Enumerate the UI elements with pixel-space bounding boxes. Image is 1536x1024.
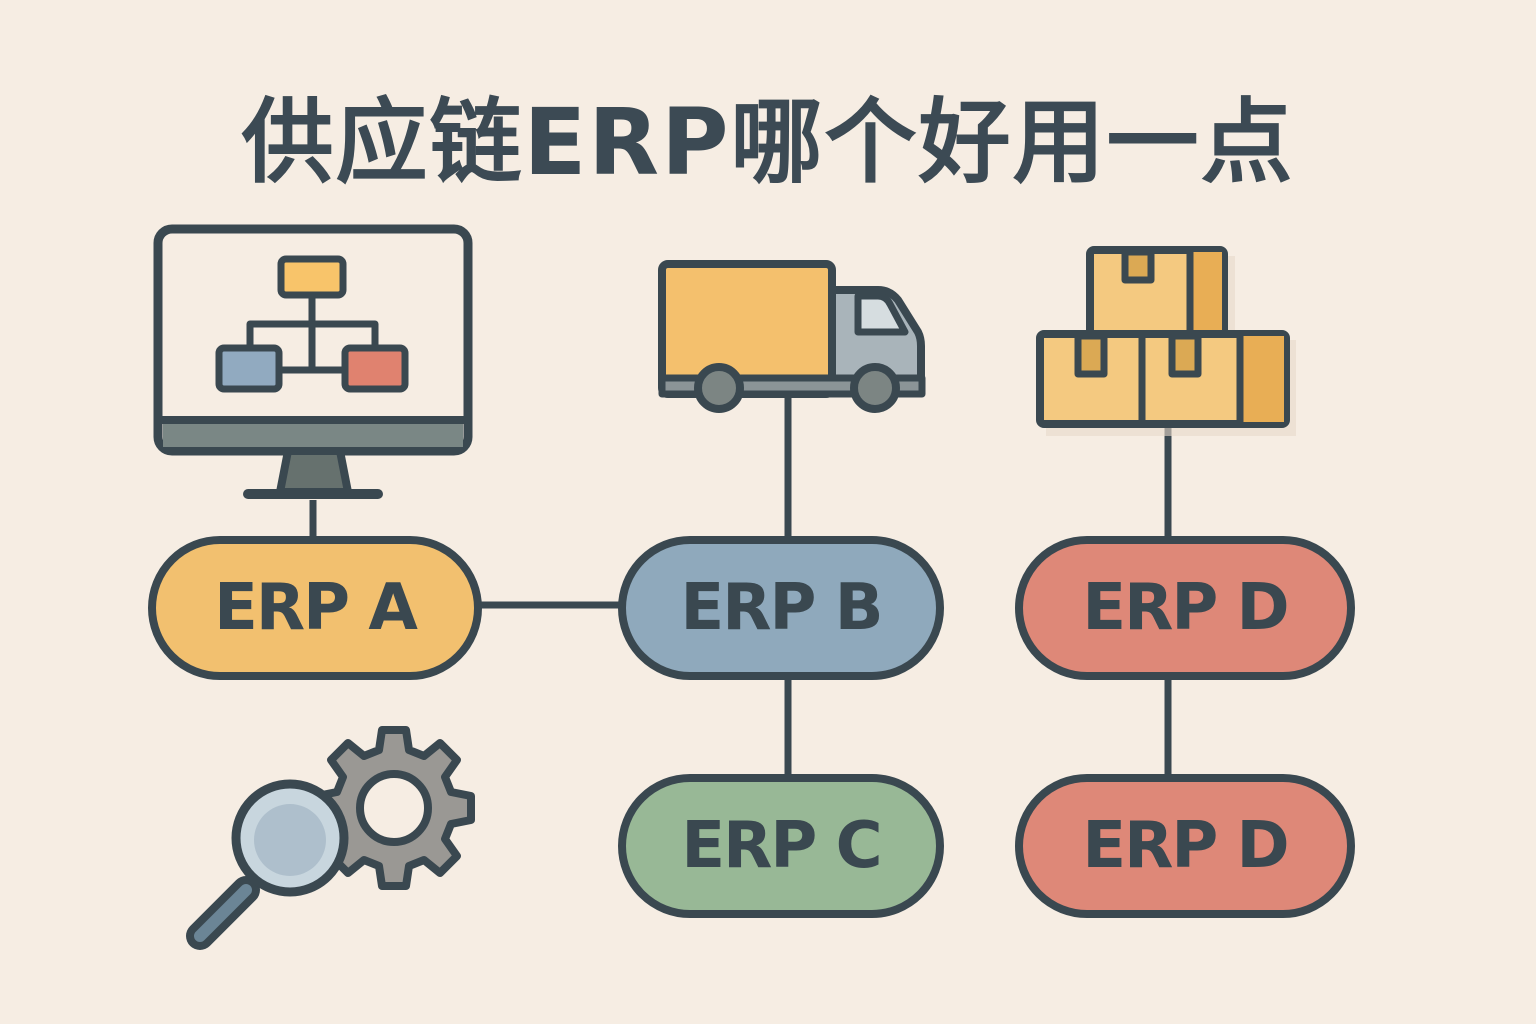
erp-a-label: ERP A: [214, 571, 418, 645]
erp-b-node[interactable]: ERP B: [618, 536, 944, 680]
monitor-org-chart-icon: [153, 224, 473, 499]
erp-a-node[interactable]: ERP A: [148, 536, 482, 680]
erp-d-bottom-node[interactable]: ERP D: [1015, 774, 1355, 918]
delivery-truck-icon: [658, 260, 926, 413]
erp-c-node[interactable]: ERP C: [618, 774, 944, 918]
erp-d-bottom-label: ERP D: [1082, 809, 1289, 883]
page-title: 供应链ERP哪个好用一点: [241, 89, 1295, 196]
magnifier-icon: [186, 779, 349, 950]
stacked-boxes-icon: [1036, 246, 1296, 436]
gear-icon: [313, 726, 475, 890]
magnifier-gear-icon: [186, 726, 475, 950]
erp-d-top-node[interactable]: ERP D: [1015, 536, 1355, 680]
erp-c-label: ERP C: [681, 809, 882, 883]
erp-b-label: ERP B: [680, 571, 884, 645]
erp-d-top-label: ERP D: [1082, 571, 1289, 645]
connectors: [309, 395, 1172, 780]
